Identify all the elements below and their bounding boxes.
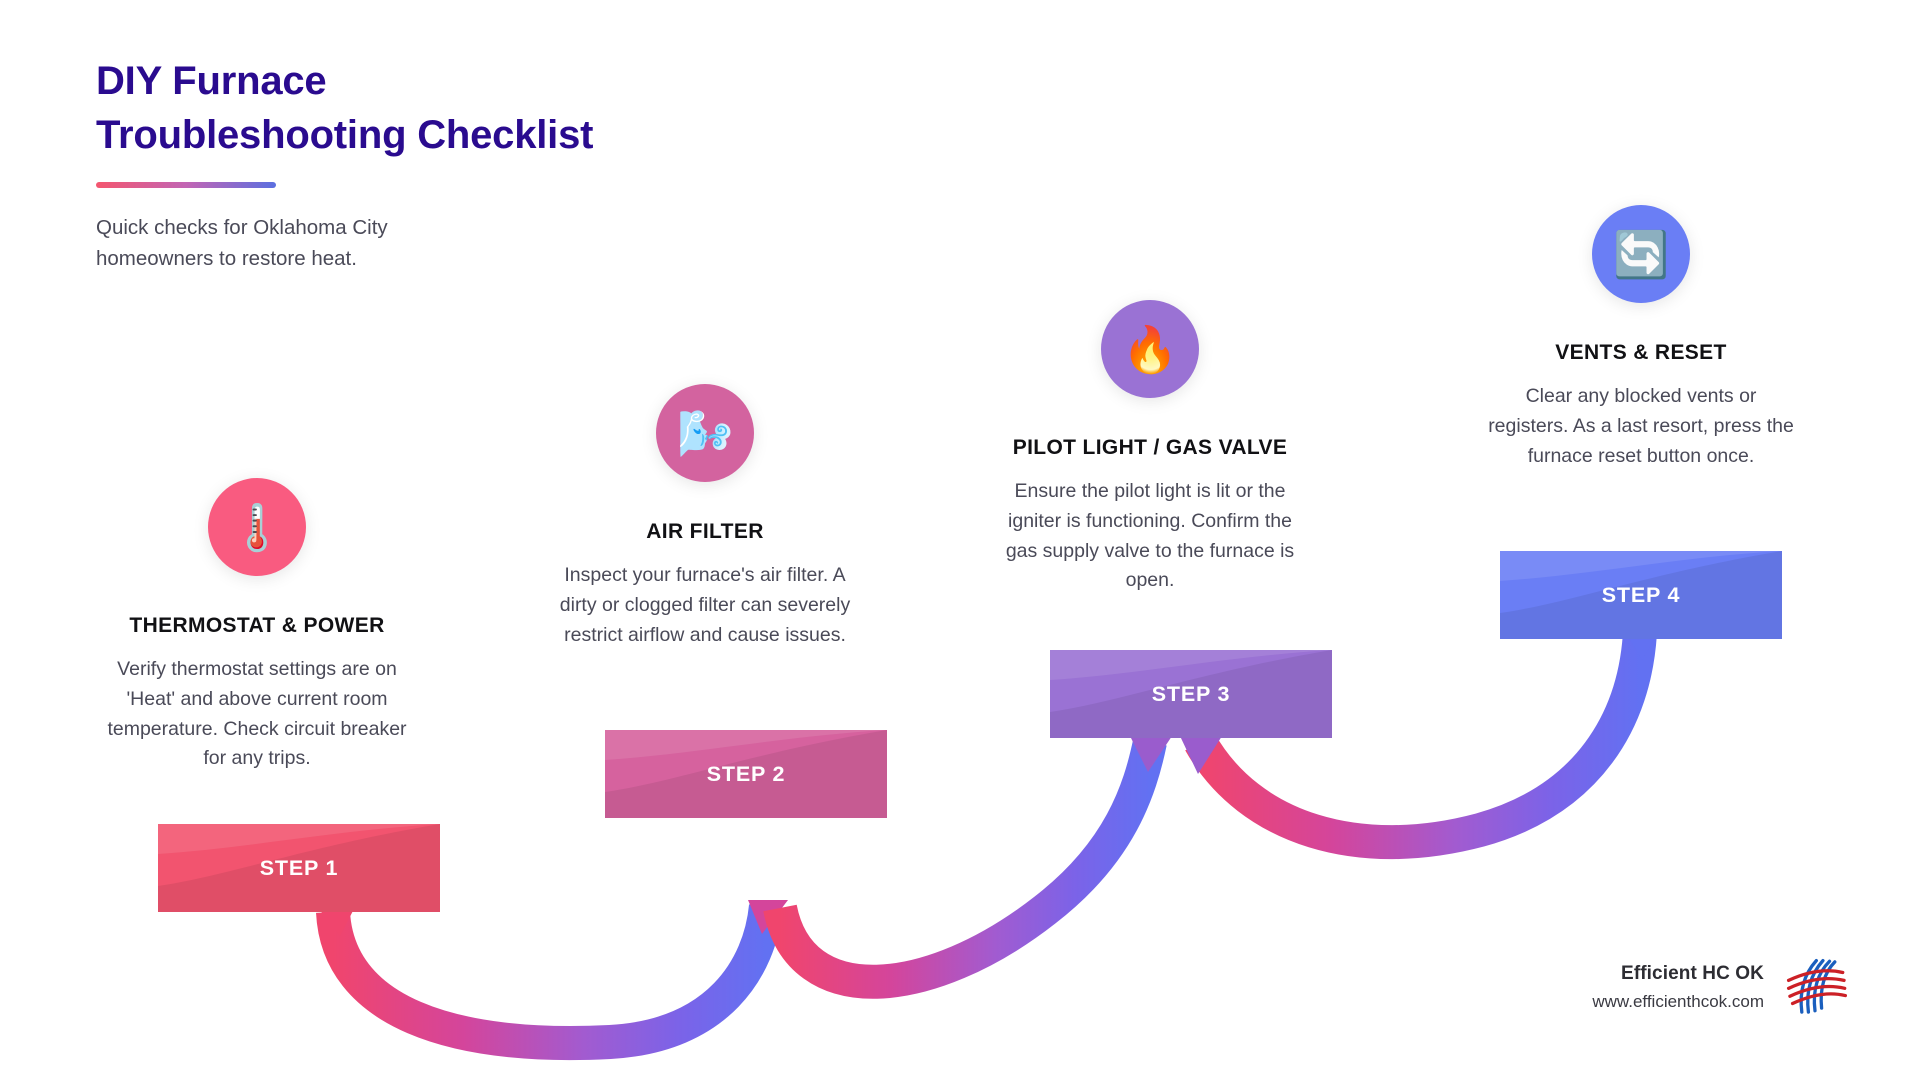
- header-block: DIY Furnace Troubleshooting Checklist Qu…: [96, 55, 736, 275]
- step-2-banner-label: STEP 2: [706, 761, 786, 786]
- step-1-block: 🌡️ THERMOSTAT & POWER Verify thermostat …: [92, 478, 422, 774]
- footer-brand: Efficient HC OK www.efficienthcok.com: [1592, 954, 1848, 1020]
- step-4-banner-label: STEP 4: [1601, 582, 1681, 607]
- title-accent-rule: [96, 182, 276, 189]
- step-4-banner-wave: [1500, 551, 1782, 639]
- efficient-hc-ok-logo: [1786, 958, 1848, 1014]
- step-4-banner[interactable]: STEP 4: [1500, 551, 1782, 639]
- step-4-description: Clear any blocked vents or registers. As…: [1488, 385, 1794, 467]
- step-2-block: 🌬️ AIR FILTER Inspect your furnace's air…: [540, 384, 870, 650]
- brand-name: Efficient HC OK: [1621, 962, 1764, 984]
- page-title: DIY Furnace Troubleshooting Checklist: [96, 59, 594, 157]
- step-3-heading: PILOT LIGHT / GAS VALVE: [1012, 436, 1288, 459]
- reset-arrows-icon: 🔄: [1612, 228, 1670, 280]
- step-1-banner[interactable]: STEP 1: [158, 824, 440, 912]
- step-3-block: 🔥 PILOT LIGHT / GAS VALVE Ensure the pil…: [985, 300, 1315, 596]
- step-3-description: Ensure the pilot light is lit or the ign…: [1005, 480, 1295, 592]
- step-4-block: 🔄 VENTS & RESET Clear any blocked vents …: [1476, 205, 1806, 471]
- step-1-description: Verify thermostat settings are on 'Heat'…: [107, 658, 407, 770]
- wind-face-icon: 🌬️: [676, 407, 734, 459]
- step-4-icon-circle: 🔄: [1592, 205, 1690, 303]
- step-1-heading: THERMOSTAT & POWER: [129, 614, 385, 637]
- step-2-banner[interactable]: STEP 2: [605, 730, 887, 818]
- step-3-banner-label: STEP 3: [1151, 681, 1231, 706]
- step-3-icon-circle: 🔥: [1101, 300, 1199, 398]
- step-1-banner-wave: [158, 824, 440, 912]
- brand-url[interactable]: www.efficienthcok.com: [1592, 991, 1764, 1011]
- brand-text-block: Efficient HC OK www.efficienthcok.com: [1592, 963, 1764, 1012]
- step-2-description: Inspect your furnace's air filter. A dir…: [559, 564, 851, 646]
- step-1-icon-circle: 🌡️: [208, 478, 306, 576]
- step-4-heading: VENTS & RESET: [1555, 341, 1727, 364]
- step-2-heading: AIR FILTER: [646, 520, 764, 543]
- page-subtitle: Quick checks for Oklahoma City homeowner…: [96, 216, 388, 271]
- step-3-banner[interactable]: STEP 3: [1050, 650, 1332, 738]
- thermometer-icon: 🌡️: [228, 501, 286, 553]
- step-1-banner-label: STEP 1: [259, 855, 339, 880]
- step-2-icon-circle: 🌬️: [656, 384, 754, 482]
- fire-icon: 🔥: [1121, 323, 1179, 375]
